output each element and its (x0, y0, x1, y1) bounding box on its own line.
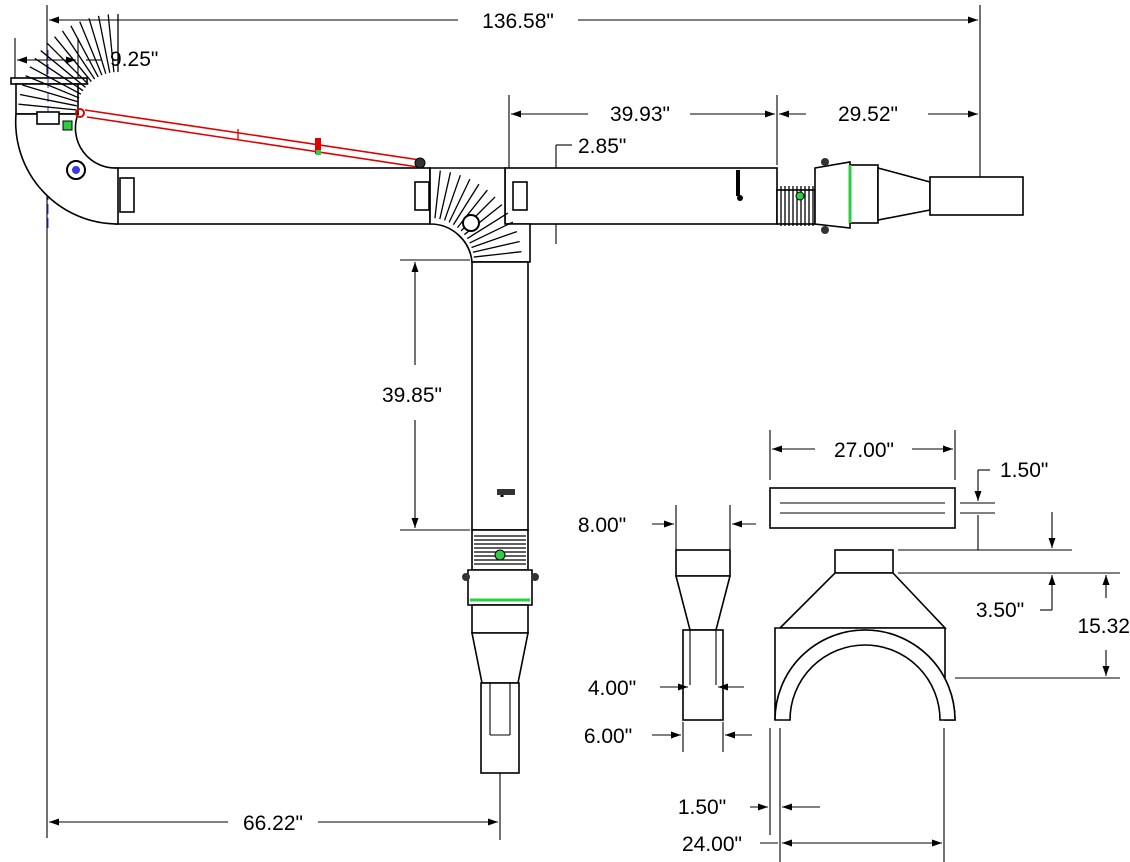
segment-a-label: 39.93" (610, 103, 670, 126)
dimension-hood-offset: 9.25" (14, 38, 158, 78)
corrugation-rib (97, 15, 111, 73)
corrugation-rib (79, 21, 103, 76)
corrugation-rib (472, 240, 520, 253)
corrugation-rib (70, 25, 99, 78)
corrugation-rib (29, 66, 82, 95)
corrugation-rib (471, 231, 518, 249)
corrugation-rib (34, 57, 84, 92)
dimension-segments: 39.93" 29.52" (508, 95, 978, 180)
corrugation-rib (434, 170, 441, 219)
corrugation-rib (443, 174, 461, 221)
corrugation-rib (19, 93, 77, 107)
support-arm (75, 108, 426, 169)
hood-height-label: 15.32 (1077, 615, 1130, 638)
drop-length-label: 39.85" (382, 384, 442, 407)
corrugation-rib (46, 42, 89, 85)
total-length-label: 136.58" (482, 10, 554, 33)
base-offset-label: 66.22" (243, 812, 303, 835)
arch-wall-label: 1.50" (678, 796, 726, 819)
hood-offset-label: 9.25" (110, 48, 158, 71)
left-hood-elbow (10, 14, 119, 230)
right-nozzle (776, 158, 1024, 234)
elbow-corrugation (18, 14, 119, 115)
corrugation-rib (18, 103, 77, 111)
dimension-base-offset: 66.22" (49, 770, 501, 840)
corrugation-rib (61, 30, 96, 80)
corrugation-rib (452, 183, 480, 226)
dimension-total-length: 136.58" (46, 5, 981, 838)
hood-width-label: 27.00" (834, 439, 894, 462)
corrugation-rib (22, 84, 78, 103)
detail-hood-front: 27.00" 1.50" 3.50" 15.32 1.50" 24.00" (678, 430, 1130, 862)
arch-width-label: 24.00" (682, 833, 742, 856)
corrugation-rib (54, 36, 92, 82)
corrugation-rib (469, 221, 514, 244)
nozzle-top-label: 8.00" (578, 514, 626, 537)
corrugation-rib (107, 14, 115, 73)
lower-nozzle (462, 529, 539, 774)
detail-nozzle-side: 8.00" 4.00" 6.00" (578, 505, 756, 752)
segment-b-label: 29.52" (838, 103, 898, 126)
corrugation-rib (448, 178, 471, 223)
corrugation-rib (25, 75, 80, 99)
nozzle-throat-label: 4.00" (588, 677, 636, 700)
corrugation-rib (88, 18, 107, 74)
corrugation-rib (466, 212, 509, 240)
dimension-drop-length: 39.85" (382, 259, 470, 531)
vertical-drop-tube (471, 261, 529, 531)
nozzle-outlet-label: 6.00" (584, 725, 632, 748)
tube-gap-label: 2.85" (578, 135, 626, 158)
corrugation-rib (473, 251, 522, 258)
main-horizontal-tube (114, 167, 778, 225)
corrugation-rib (40, 50, 86, 88)
hood-neck-label: 3.50" (976, 599, 1024, 622)
hood-flange-label: 1.50" (1000, 459, 1048, 482)
nozzle-corrugation (780, 186, 814, 226)
corrugation-rib (439, 172, 452, 220)
